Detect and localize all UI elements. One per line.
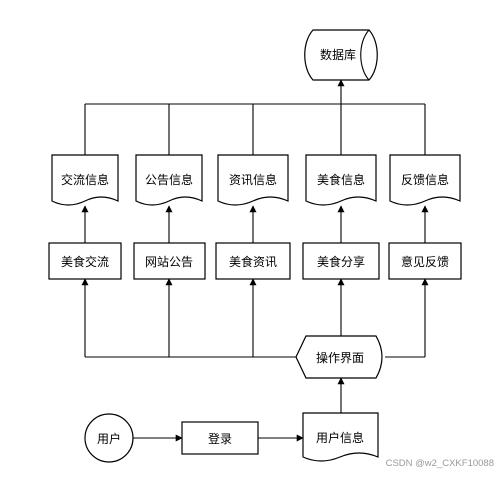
module-label-4: 美食分享	[317, 254, 365, 269]
table-label-5: 反馈信息	[401, 172, 449, 187]
module-node-2: 网站公告	[133, 242, 206, 280]
table-node-3: 资讯信息	[217, 154, 289, 206]
database-shape-inner-edge	[360, 29, 370, 81]
table-node-5: 反馈信息	[389, 154, 461, 206]
connectors	[81, 79, 429, 442]
module-node-4: 美食分享	[302, 242, 380, 280]
user-node: 用户	[84, 413, 134, 463]
user-label: 用户	[97, 431, 121, 446]
table-label-1: 交流信息	[61, 172, 109, 187]
table-shape-2	[135, 154, 203, 206]
operation-label: 操作界面	[316, 350, 364, 365]
operation-node: 操作界面	[295, 335, 383, 379]
table-node-2: 公告信息	[135, 154, 203, 206]
module-label-1: 美食交流	[61, 254, 109, 269]
table-shape-1	[51, 154, 119, 206]
table-shape-5	[389, 154, 461, 206]
table-label-4: 美食信息	[317, 172, 365, 187]
database-label: 数据库	[320, 47, 356, 62]
table-shape-3	[217, 154, 289, 206]
module-label-2: 网站公告	[145, 255, 193, 269]
watermark-text: CSDN @w2_CXKF10088	[386, 458, 494, 469]
module-node-3: 美食资讯	[215, 242, 291, 280]
login-node: 登录	[181, 421, 259, 455]
table-label-3: 资讯信息	[229, 172, 277, 187]
table-node-1: 交流信息	[51, 154, 119, 206]
module-box-1	[48, 242, 122, 280]
module-label-5: 意见反馈	[401, 254, 449, 269]
userinfo-label: 用户信息	[316, 430, 364, 445]
module-box-5	[388, 242, 462, 280]
database-node: 数据库	[304, 29, 378, 81]
login-label: 登录	[208, 431, 232, 446]
table-node-4: 美食信息	[305, 154, 377, 206]
table-shape-4	[305, 154, 377, 206]
login-box	[181, 421, 259, 455]
module-box-3	[215, 242, 291, 280]
module-label-3: 美食资讯	[229, 254, 277, 269]
module-node-5: 意见反馈	[388, 242, 462, 280]
module-node-1: 美食交流	[48, 242, 122, 280]
module-box-2	[133, 242, 206, 280]
user-circle	[84, 413, 134, 463]
module-box-4	[302, 242, 380, 280]
userinfo-node: 用户信息	[302, 412, 379, 462]
userinfo-shape	[302, 412, 379, 462]
operation-shape	[295, 335, 383, 379]
table-label-2: 公告信息	[145, 172, 193, 187]
